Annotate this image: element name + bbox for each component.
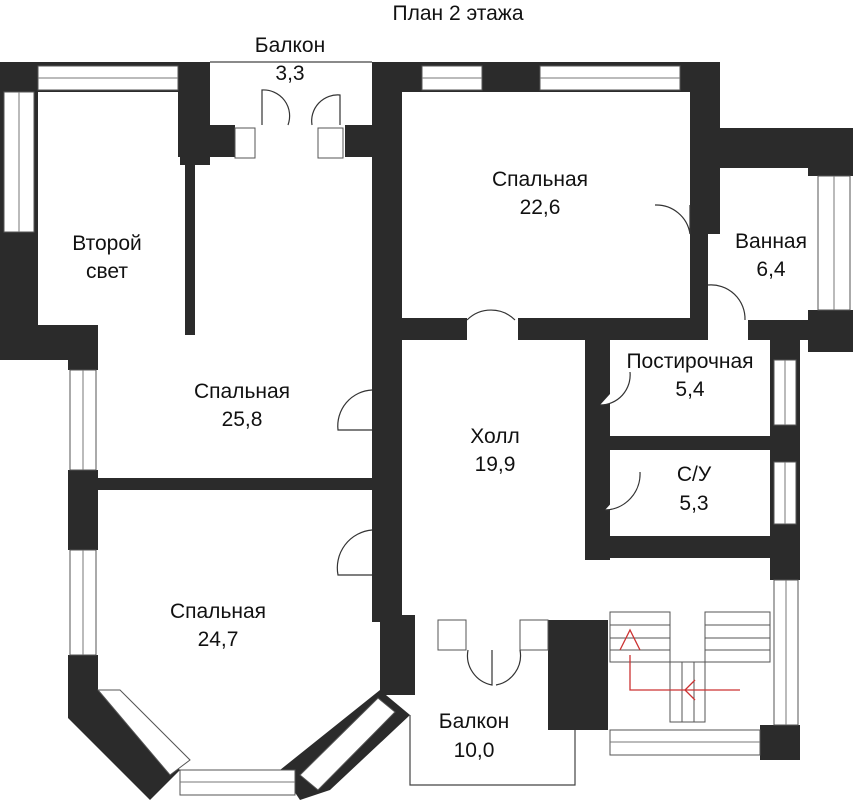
- balcony-outlines: [210, 61, 576, 786]
- room-area-bedroom-sw: 24,7: [198, 628, 239, 651]
- walls: [0, 62, 853, 800]
- room-area-hall: 19,9: [475, 453, 516, 476]
- room-name-laundry: Постирочная: [626, 350, 753, 373]
- room-area-bathroom: 6,4: [756, 258, 786, 281]
- windows: [3, 65, 851, 796]
- room-name-wc: С/У: [677, 463, 712, 486]
- room-area-laundry: 5,4: [675, 378, 705, 401]
- room-area-wc: 5,3: [679, 492, 708, 515]
- room-name-bedroom-ne: Спальная: [492, 168, 588, 191]
- room-name-second-light: Второй: [72, 232, 141, 255]
- room-area-bedroom-w: 25,8: [222, 408, 263, 431]
- room-name-balcony-top: Балкон: [255, 34, 325, 57]
- room-name2-second-light: свет: [86, 260, 128, 283]
- room-name-bedroom-sw: Спальная: [170, 600, 266, 623]
- room-area-balcony-bottom: 10,0: [454, 739, 495, 762]
- labels: План 2 этажа Балкон 3,3 Второй свет Спал…: [72, 2, 807, 762]
- room-name-hall: Холл: [470, 425, 520, 448]
- room-name-balcony-bottom: Балкон: [439, 710, 509, 733]
- room-area-balcony-top: 3,3: [275, 62, 304, 85]
- room-name-bedroom-w: Спальная: [194, 380, 290, 403]
- staircase: [609, 611, 771, 723]
- plan-title: План 2 этажа: [392, 2, 523, 25]
- doors: [261, 89, 746, 686]
- room-area-bedroom-ne: 22,6: [520, 196, 561, 219]
- room-name-bathroom: Ванная: [735, 230, 807, 253]
